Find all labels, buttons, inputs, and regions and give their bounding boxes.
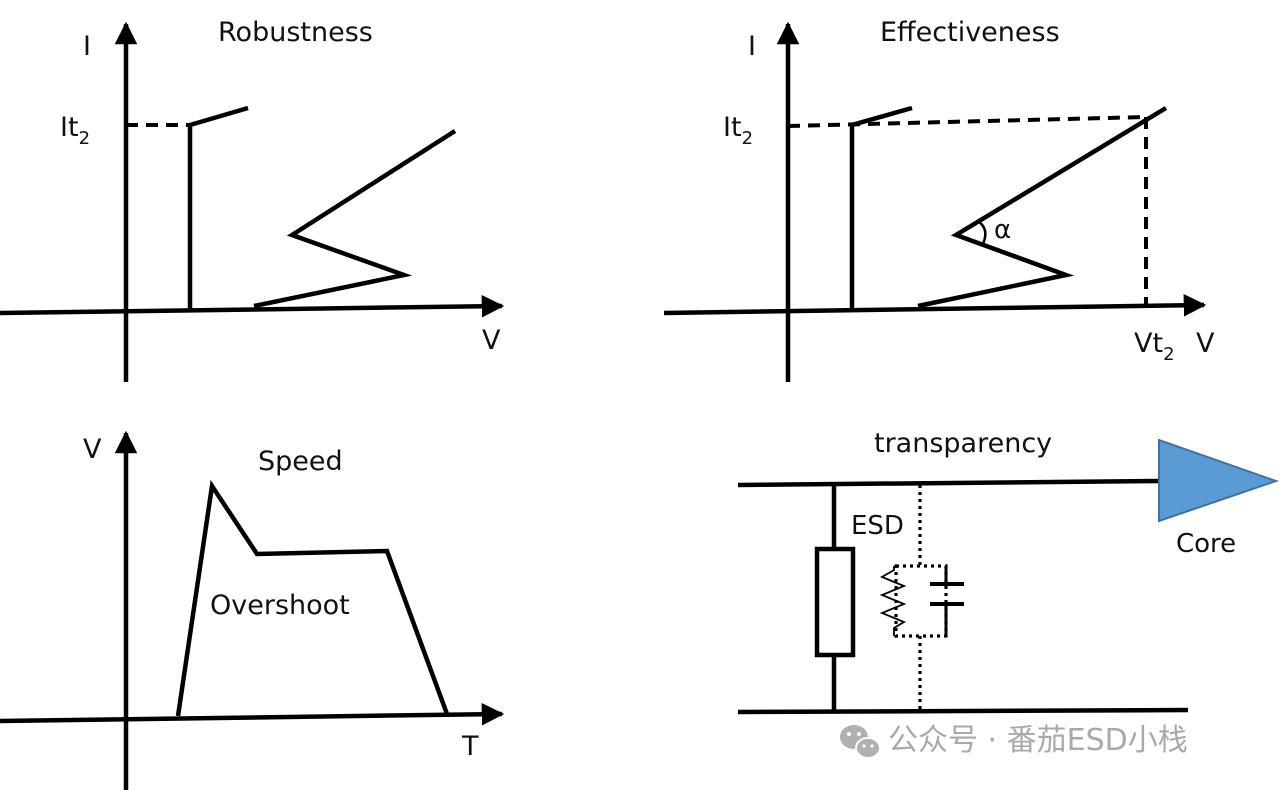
y-axis-label: V xyxy=(83,434,102,465)
x-axis-label: V xyxy=(482,325,501,356)
y-axis-label: I xyxy=(748,31,756,62)
panel-title: Effectiveness xyxy=(880,17,1060,48)
it2-dashed-line xyxy=(787,115,1147,128)
x-axis-label: T xyxy=(461,731,479,762)
it2-label: It2 xyxy=(723,112,753,149)
y-axis-label: I xyxy=(83,31,91,62)
voltage-waveform xyxy=(175,479,450,717)
panel-title: Speed xyxy=(258,446,343,477)
x-axis xyxy=(663,294,1207,317)
panel-title: transparency xyxy=(874,428,1052,459)
core-iv-curve xyxy=(917,106,1168,309)
protection-iv-curve xyxy=(849,105,913,311)
alpha-label: α xyxy=(994,215,1011,245)
parasitic-enclosure xyxy=(894,564,948,638)
signal-line xyxy=(737,478,1161,488)
wechat-icon xyxy=(840,725,881,759)
esd-device-symbol xyxy=(814,546,856,658)
x-axis xyxy=(0,295,505,318)
x-axis-label: V xyxy=(1196,328,1215,359)
alpha-angle-arc xyxy=(978,220,987,247)
core-buffer-icon xyxy=(1158,438,1280,523)
speed-panel: V T Speed Overshoot xyxy=(0,430,505,790)
overshoot-label: Overshoot xyxy=(210,590,350,621)
esd-label: ESD xyxy=(851,511,904,541)
watermark: 公众号 · 番茄ESD小栈 xyxy=(840,723,1188,759)
core-label: Core xyxy=(1176,529,1236,559)
protection-iv-curve xyxy=(187,105,249,311)
it2-label: It2 xyxy=(60,112,90,149)
core-iv-curve xyxy=(253,129,457,309)
panel-title: Robustness xyxy=(218,17,373,48)
x-axis xyxy=(0,703,505,726)
vt2-label: Vt2 xyxy=(1134,328,1175,365)
parasitic-resistor-icon xyxy=(879,566,907,636)
effectiveness-panel: I V Effectiveness It2 Vt2 α xyxy=(663,17,1215,382)
watermark-text: 公众号 · 番茄ESD小栈 xyxy=(888,723,1188,758)
transparency-panel: transparency Core ESD xyxy=(737,428,1280,715)
robustness-panel: I V Robustness It2 xyxy=(0,17,505,382)
ground-line xyxy=(737,707,1189,715)
